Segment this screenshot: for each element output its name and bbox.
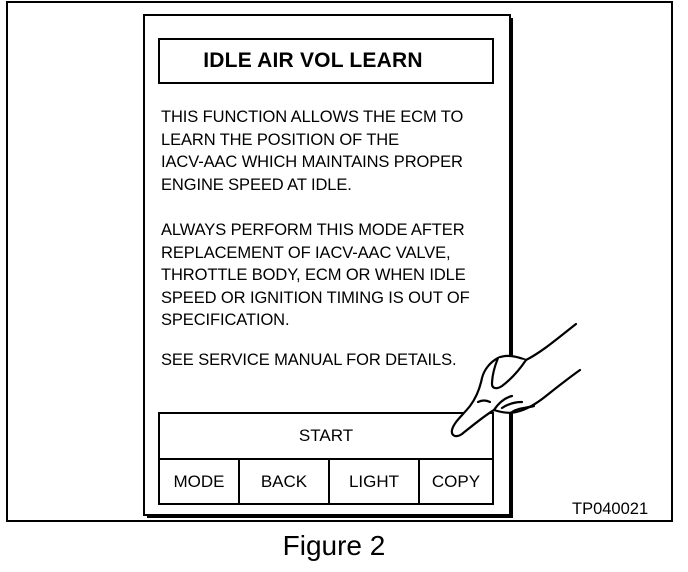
figure-caption: Figure 2 <box>282 530 386 561</box>
function-description: THIS FUNCTION ALLOWS THE ECM TO LEARN TH… <box>161 108 464 194</box>
screen-title: IDLE AIR VOL LEARN <box>158 38 494 84</box>
screen-shadow-right <box>509 18 513 518</box>
figure-code: TP040021 <box>572 500 649 518</box>
copy-button[interactable]: COPY <box>431 471 481 491</box>
usage-instructions: ALWAYS PERFORM THIS MODE AFTER REPLACEME… <box>161 221 470 330</box>
service-manual-note: SEE SERVICE MANUAL FOR DETAILS. <box>161 351 457 369</box>
screen-shadow-bottom <box>147 514 513 518</box>
mode-button[interactable]: MODE <box>160 460 240 503</box>
back-button[interactable]: BACK <box>240 460 330 503</box>
light-button[interactable]: LIGHT <box>330 460 420 503</box>
function-key-row: MODE BACK LIGHT COPY <box>158 458 494 505</box>
pointing-hand-icon <box>450 322 582 438</box>
